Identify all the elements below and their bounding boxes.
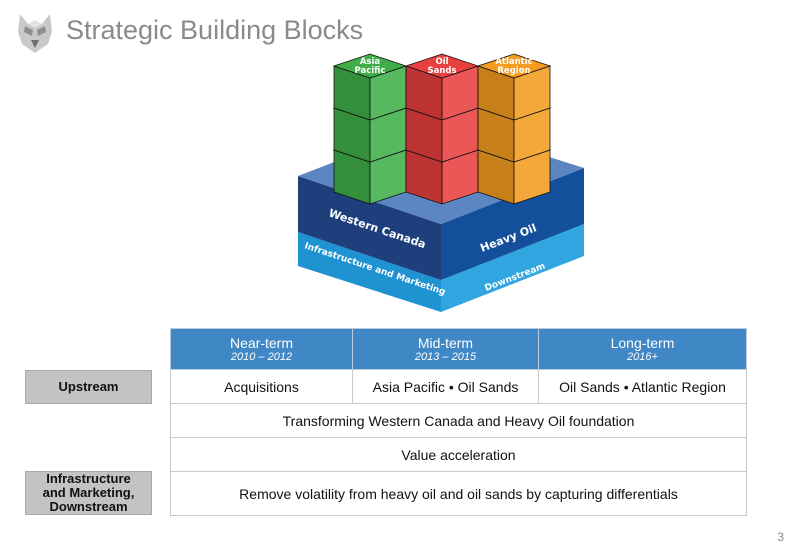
table-cell: Transforming Western Canada and Heavy Oi… [170,403,747,438]
table-cell: Value acceleration [170,437,747,472]
upstream-row: Acquisitions Asia Pacific • Oil Sands Oi… [170,369,747,404]
base-left-face [298,176,441,280]
row-label-upstream: Upstream [25,370,152,404]
table-cell: Remove volatility from heavy oil and oil… [170,471,747,516]
table-cell: Asia Pacific • Oil Sands [352,369,539,404]
table-row: Remove volatility from heavy oil and oil… [170,471,747,516]
row-label-infrastructure: Infrastructure and Marketing, Downstream [25,471,152,515]
page-title: Strategic Building Blocks [66,15,364,45]
table-cell: Oil Sands • Atlantic Region [538,369,747,404]
tower-top-face [476,53,552,79]
base-right-face [441,168,584,280]
table-cell: Acquisitions [170,369,353,404]
husky-logo-icon [18,14,52,53]
page-number: 3 [777,530,784,544]
table-row: Transforming Western Canada and Heavy Oi… [170,403,747,438]
band-right-face [441,224,584,312]
band-left-face [298,232,441,312]
table-row: Value acceleration [170,437,747,472]
